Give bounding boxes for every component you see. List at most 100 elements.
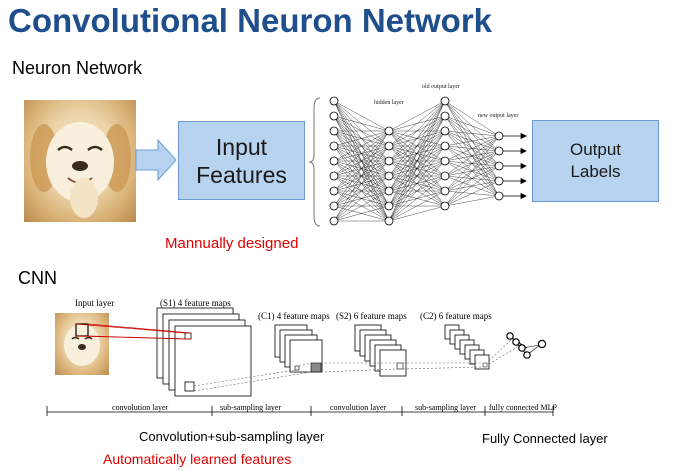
nn-edge	[444, 130, 500, 137]
nn-arrowhead	[520, 132, 527, 140]
nn-edge	[333, 115, 390, 132]
nn-node	[329, 111, 339, 121]
nn-edge	[388, 100, 446, 222]
neural-network-diagram	[308, 96, 527, 227]
nn-node	[440, 171, 450, 181]
nn-node	[384, 201, 394, 211]
c2-feature-maps	[444, 324, 490, 370]
nn-edge	[333, 130, 390, 192]
nn-edge	[388, 130, 446, 222]
nn-edge	[388, 100, 446, 207]
input-layer-label: Input layer	[75, 298, 115, 308]
nn-edge	[333, 160, 390, 222]
nn-node	[494, 146, 504, 156]
mlp-nodes	[506, 332, 547, 359]
nn-edge	[388, 145, 446, 222]
ruler-label-mlp: fully connected MLP	[489, 403, 557, 412]
nn-edge	[333, 130, 390, 222]
nn-edge	[388, 100, 446, 147]
nn-node	[329, 126, 339, 136]
s2-feature-maps	[354, 324, 407, 377]
nn-edge	[444, 135, 500, 147]
nn-edge	[333, 130, 390, 162]
nn-edge	[333, 130, 390, 177]
nn-edge	[388, 100, 446, 192]
nn-node	[440, 126, 450, 136]
nn-arrowhead	[520, 162, 527, 170]
layer-connections	[193, 337, 520, 392]
nn-node	[440, 201, 450, 211]
s1-label: (S1) 4 feature maps	[160, 298, 231, 308]
s2-label: (S2) 6 feature maps	[336, 311, 407, 321]
nn-node	[440, 141, 450, 151]
input-to-s1-connections	[75, 323, 192, 340]
nn-edge	[388, 175, 446, 222]
fully-connected-caption: Fully Connected layer	[482, 431, 608, 446]
nn-edge	[444, 165, 500, 207]
nn-edge	[388, 205, 446, 222]
input-features-line1: Input	[215, 133, 268, 160]
nn-node	[329, 171, 339, 181]
hidden-layer-label: hidden layer	[374, 100, 404, 106]
nn-node	[440, 186, 450, 196]
nn-node	[384, 156, 394, 166]
nn-node	[494, 176, 504, 186]
puppy-image	[24, 100, 136, 222]
output-labels-line1: Output	[569, 140, 622, 159]
cnn-label: CNN	[18, 268, 57, 288]
nn-edge	[388, 115, 446, 222]
nn-node	[494, 131, 504, 141]
arrow-right-icon	[135, 138, 177, 182]
c1-label: (C1) 4 feature maps	[258, 311, 330, 321]
nn-node	[384, 171, 394, 181]
neuron-network-label: Neuron Network	[12, 58, 143, 78]
ruler-label-subsampling-2: sub-sampling layer	[415, 403, 477, 412]
nn-edge	[388, 100, 446, 162]
nn-edge	[444, 180, 500, 207]
nn-edge	[444, 100, 500, 137]
nn-edge	[333, 100, 390, 132]
nn-node	[329, 156, 339, 166]
c1-feature-maps	[274, 324, 323, 373]
nn-edge	[444, 135, 500, 162]
nn-node	[329, 141, 339, 151]
nn-edge	[444, 115, 500, 137]
ruler-label-convolution-1: convolution layer	[112, 403, 169, 412]
manually-designed-note: Mannually designed	[165, 235, 299, 252]
ruler-label-subsampling-1: sub-sampling layer	[220, 403, 282, 412]
cnn-input-image	[55, 313, 109, 375]
nn-arrowhead	[520, 147, 527, 155]
conv-subsampling-caption: Convolution+sub-sampling layer	[139, 429, 325, 444]
automatically-learned-note: Automatically learned features	[103, 451, 292, 467]
nn-edge	[388, 100, 446, 132]
nn-node	[329, 186, 339, 196]
nn-node	[494, 191, 504, 201]
old-output-layer-label: old output layer	[422, 84, 460, 90]
nn-edge	[444, 135, 500, 177]
input-receptive-field	[75, 323, 89, 337]
output-labels-line2: Labels	[570, 162, 621, 181]
new-output-layer-label: new output layer	[478, 113, 519, 119]
input-features-line2: Features	[196, 161, 287, 188]
nn-arrowhead	[520, 177, 527, 185]
nn-node	[384, 126, 394, 136]
nn-node	[440, 111, 450, 121]
nn-arrowhead	[520, 192, 527, 200]
s1-feature-maps	[156, 307, 252, 397]
ruler-label-convolution-2: convolution layer	[330, 403, 387, 412]
cnn-architecture-diagram	[46, 307, 554, 416]
nn-edge	[444, 135, 500, 207]
nn-edge	[388, 190, 446, 222]
nn-node	[384, 141, 394, 151]
c2-label: (C2) 6 feature maps	[420, 311, 492, 321]
nn-edge	[333, 130, 390, 147]
nn-edge	[388, 100, 446, 177]
nn-node	[329, 216, 339, 226]
nn-edge	[333, 175, 390, 222]
nn-edge	[444, 150, 500, 207]
nn-node	[329, 201, 339, 211]
nn-edge	[388, 160, 446, 222]
page-title: Convolutional Neuron Network	[8, 2, 493, 39]
nn-edge	[333, 190, 390, 222]
